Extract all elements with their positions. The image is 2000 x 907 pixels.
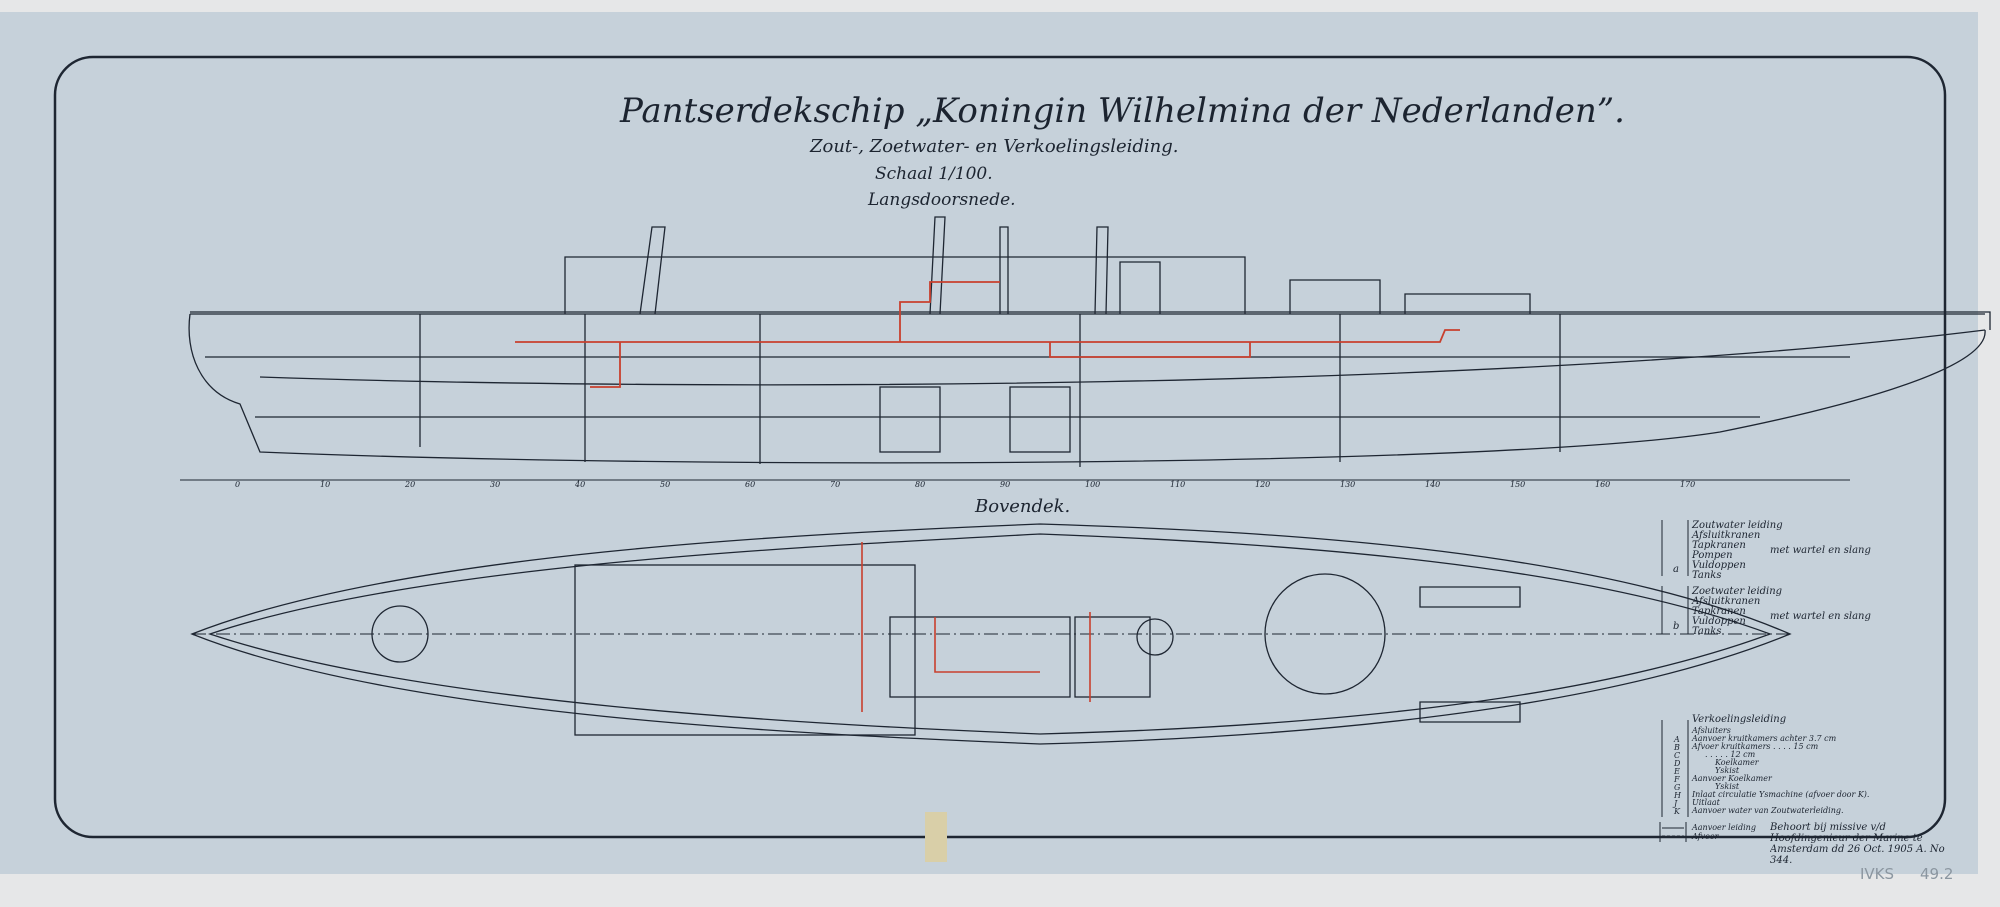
svg-text:C: C <box>1674 751 1680 760</box>
svg-text:60: 60 <box>745 480 755 489</box>
scale-label: Schaal 1/100. <box>875 164 993 184</box>
svg-text:100: 100 <box>1085 480 1100 489</box>
svg-text:H: H <box>1673 791 1682 800</box>
svg-text:Verkoelingsleiding: Verkoelingsleiding <box>1692 714 1786 725</box>
svg-text:160: 160 <box>1595 480 1610 489</box>
svg-text:Inlaat circulatie Ysmachine (a: Inlaat circulatie Ysmachine (afvoer door… <box>1691 790 1869 799</box>
svg-text:. . . . . 12 cm: . . . . . 12 cm <box>1705 750 1756 759</box>
paper-tab <box>925 812 947 862</box>
svg-text:Afsluiters: Afsluiters <box>1691 726 1731 735</box>
svg-text:K: K <box>1673 807 1681 816</box>
svg-text:0: 0 <box>235 480 240 489</box>
svg-text:20: 20 <box>404 480 415 489</box>
svg-text:Afvoer: Afvoer <box>1691 832 1720 841</box>
svg-text:A: A <box>1673 735 1680 744</box>
svg-text:Koelkamer: Koelkamer <box>1714 758 1760 767</box>
svg-text:Afvoer kruitkamers . . . . 15: Afvoer kruitkamers . . . . 15 cm <box>1691 742 1819 751</box>
svg-text:D: D <box>1673 759 1681 768</box>
svg-text:Yskist: Yskist <box>1715 766 1740 775</box>
svg-text:Uitlaat: Uitlaat <box>1692 798 1721 807</box>
svg-text:a: a <box>1673 564 1679 575</box>
plan-view-label: Bovendek. <box>974 496 1070 517</box>
side-view-label: Langsdoorsnede. <box>867 190 1016 210</box>
svg-text:170: 170 <box>1680 480 1695 489</box>
svg-text:G: G <box>1674 783 1681 792</box>
svg-text:b: b <box>1673 621 1679 632</box>
title: Pantserdekschip „Koningin Wilhelmina der… <box>619 91 1625 131</box>
svg-text:Aanvoer kruitkamers achter 3.7: Aanvoer kruitkamers achter 3.7 cm <box>1691 734 1837 743</box>
svg-text:Zoetwater leiding: Zoetwater leiding <box>1691 586 1782 597</box>
svg-text:Vuldoppen: Vuldoppen <box>1692 616 1746 627</box>
svg-text:70: 70 <box>830 480 840 489</box>
svg-text:Yskist: Yskist <box>1715 782 1740 791</box>
svg-text:10: 10 <box>320 480 330 489</box>
svg-text:140: 140 <box>1425 480 1440 489</box>
frame-number-scale: 0 10 20 30 40 50 60 70 80 90 100 110 120… <box>235 480 1695 489</box>
svg-text:met wartel en slang: met wartel en slang <box>1770 545 1871 556</box>
svg-text:Tapkranen: Tapkranen <box>1692 540 1746 551</box>
svg-text:Afsluitkranen: Afsluitkranen <box>1691 596 1760 607</box>
svg-text:F: F <box>1673 775 1680 784</box>
ship-drawing: Pantserdekschip „Koningin Wilhelmina der… <box>53 55 1991 883</box>
svg-text:80: 80 <box>915 480 925 489</box>
subtitle: Zout-, Zoetwater- en Verkoelingsleiding. <box>809 136 1178 157</box>
svg-text:Afsluitkranen: Afsluitkranen <box>1691 530 1760 541</box>
svg-text:B: B <box>1673 743 1680 752</box>
svg-text:150: 150 <box>1510 480 1525 489</box>
svg-text:J: J <box>1672 799 1678 808</box>
svg-text:Tanks: Tanks <box>1692 570 1722 581</box>
svg-text:Zoutwater leiding: Zoutwater leiding <box>1691 520 1783 531</box>
svg-text:50: 50 <box>660 480 670 489</box>
svg-text:Aanvoer water van Zoutwaterlei: Aanvoer water van Zoutwaterleiding. <box>1691 806 1844 815</box>
stamp-text: Behoort bij missive v/d Hoofdingenieur d… <box>1770 822 1945 866</box>
side-view <box>180 216 1991 481</box>
archive-number: 49.2 <box>1920 865 1953 883</box>
svg-text:Aanvoer leiding: Aanvoer leiding <box>1691 823 1756 832</box>
svg-text:110: 110 <box>1170 480 1185 489</box>
legend: Zoutwater leiding Afsluitkranen Tapkrane… <box>1659 520 1871 842</box>
svg-text:Tanks: Tanks <box>1692 626 1722 637</box>
svg-text:40: 40 <box>574 480 585 489</box>
drawing-sheet: Pantserdekschip „Koningin Wilhelmina der… <box>0 12 1991 883</box>
svg-text:120: 120 <box>1255 480 1270 489</box>
svg-text:30: 30 <box>490 480 500 489</box>
border-frame <box>53 55 1947 839</box>
svg-text:Vuldoppen: Vuldoppen <box>1692 560 1746 571</box>
svg-text:90: 90 <box>1000 480 1010 489</box>
svg-text:met wartel en slang: met wartel en slang <box>1770 611 1871 622</box>
plan-view <box>190 523 1792 745</box>
archive-mark: IVKS <box>1860 865 1894 883</box>
svg-text:130: 130 <box>1340 480 1355 489</box>
svg-text:Pompen: Pompen <box>1691 550 1733 561</box>
svg-text:E: E <box>1673 767 1680 776</box>
svg-text:Tapkranen: Tapkranen <box>1692 606 1746 617</box>
svg-text:Aanvoer Koelkamer: Aanvoer Koelkamer <box>1691 774 1773 783</box>
